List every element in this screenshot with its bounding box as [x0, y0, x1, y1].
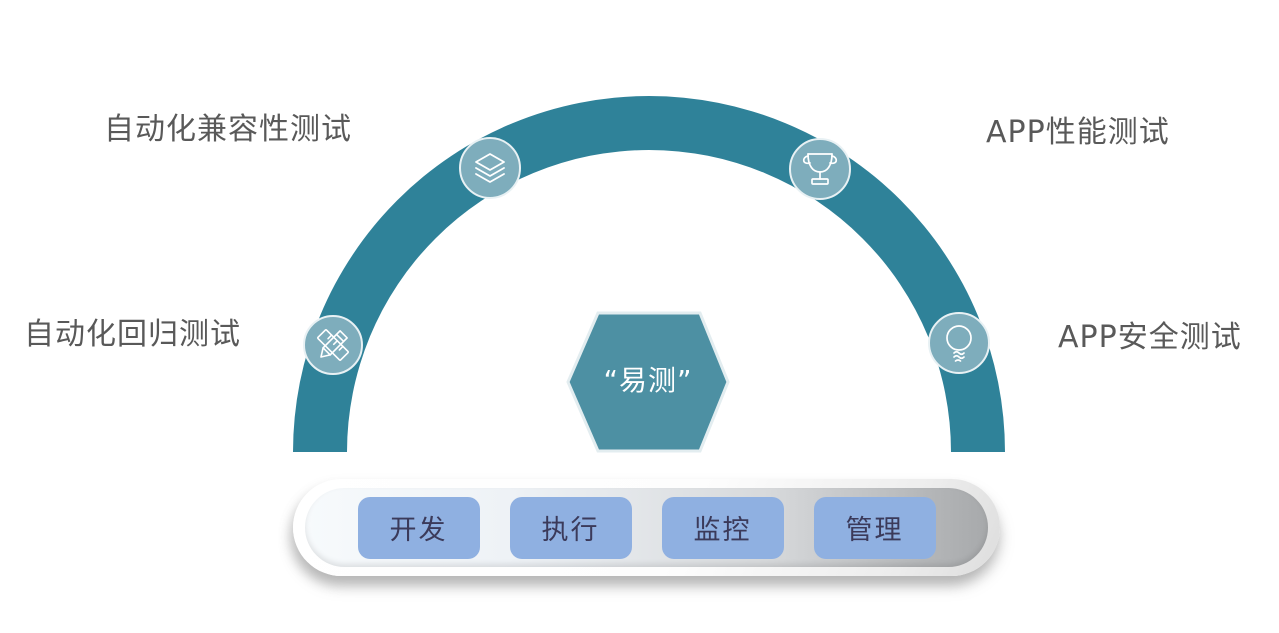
pencil-ruler-icon [317, 329, 349, 361]
node-circle [928, 312, 990, 374]
node-performance [789, 138, 851, 200]
label-regression-testing: 自动化回归测试 [24, 317, 241, 352]
trophy-icon [802, 153, 838, 185]
pipeline-track: 开发 执行 监控 管理 [305, 488, 988, 567]
node-security [928, 312, 990, 374]
label-performance-testing: APP性能测试 [986, 115, 1170, 150]
node-circle [303, 315, 363, 375]
node-regression [303, 315, 363, 375]
step-button-execute[interactable]: 执行 [509, 496, 632, 559]
node-circle [459, 137, 521, 199]
pipeline-capsule: 开发 执行 监控 管理 [293, 479, 1000, 576]
step-button-manage[interactable]: 管理 [813, 496, 936, 559]
label-security-testing: APP安全测试 [1058, 320, 1242, 355]
label-compatibility-testing: 自动化兼容性测试 [104, 112, 352, 147]
lightbulb-icon [946, 325, 972, 362]
layers-icon [475, 153, 505, 183]
hexagon-label: “易测” [603, 364, 693, 397]
hexagon-shape [566, 311, 730, 453]
node-compatibility [459, 137, 521, 199]
node-circle [789, 138, 851, 200]
step-button-monitor[interactable]: 监控 [661, 496, 784, 559]
step-button-develop[interactable]: 开发 [357, 496, 480, 559]
